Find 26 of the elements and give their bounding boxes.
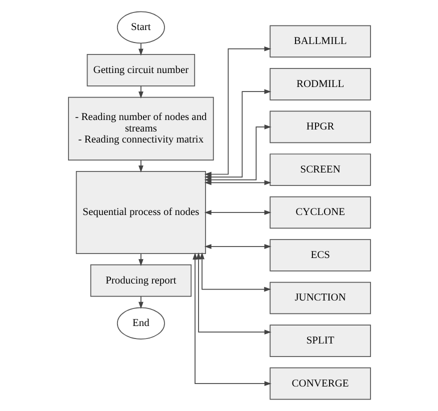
arrow xyxy=(138,296,143,309)
node-box: SPLIT xyxy=(269,324,370,357)
arrow xyxy=(138,86,143,99)
node-box: CONVERGE xyxy=(269,367,370,400)
node-box: CYCLONE xyxy=(269,196,370,229)
arrow xyxy=(204,244,271,249)
arrow xyxy=(204,210,271,215)
node-box: SCREEN xyxy=(269,154,370,186)
node-ellipse: End xyxy=(116,307,164,340)
node-box: HPGR xyxy=(269,110,370,144)
node-box: BALLMILL xyxy=(269,25,370,58)
node-box: ECS xyxy=(269,239,370,272)
arrow xyxy=(138,42,143,56)
arrow xyxy=(138,160,143,173)
node-box: Producing report xyxy=(90,264,192,297)
arrow xyxy=(204,180,271,186)
arrow xyxy=(199,252,271,292)
arrow xyxy=(138,253,143,266)
arrow xyxy=(196,252,271,335)
node-box: - Reading number of nodes and streams - Reading connectivity matrix xyxy=(68,96,214,161)
node-box: Getting circuit number xyxy=(86,54,195,86)
node-box: JUNCTION xyxy=(269,282,370,314)
node-box: RODMILL xyxy=(269,68,370,100)
node-box: Sequential process of nodes xyxy=(75,171,206,254)
arrow xyxy=(192,252,271,386)
node-ellipse: Start xyxy=(116,11,164,44)
